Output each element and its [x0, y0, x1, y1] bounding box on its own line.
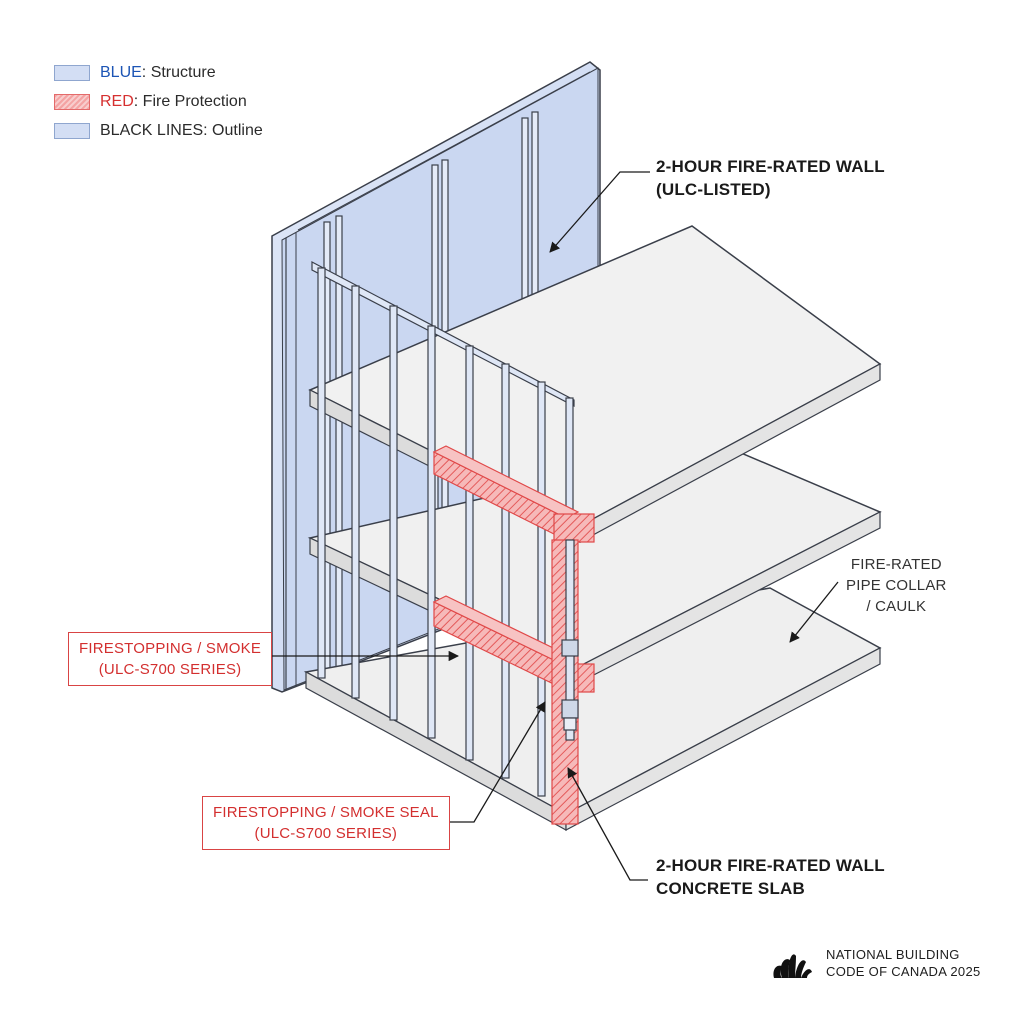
leader-slab — [567, 767, 648, 881]
callout-pipe-collar: FIRE-RATED PIPE COLLAR / CAULK — [846, 554, 947, 617]
legend-text: : Structure — [141, 63, 216, 81]
footer-line: CODE OF CANADA 2025 — [826, 964, 981, 979]
legend-text: : Fire Protection — [133, 92, 247, 110]
legend-key: BLACK LINES — [100, 121, 204, 139]
legend-key: BLUE — [100, 63, 142, 81]
callout-line: (ULC-S700 SERIES) — [254, 825, 398, 842]
legend-text: : Outline — [203, 121, 263, 139]
legend-key: RED — [100, 92, 134, 110]
pipe — [561, 539, 579, 741]
callout-line: (ULC-LISTED) — [656, 180, 771, 199]
callout-line: PIPE COLLAR — [846, 577, 947, 594]
bottom-slab — [303, 587, 882, 832]
callout-line: CONCRETE SLAB — [656, 879, 805, 898]
callout-line: FIRE-RATED — [850, 556, 942, 573]
pipe-collar-upper — [561, 639, 579, 657]
callout-slab: 2-HOUR FIRE-RATED WALL CONCRETE SLAB — [656, 854, 885, 900]
footer: NATIONAL BUILDING CODE OF CANADA 2025 — [770, 946, 981, 980]
legend-item-fire-protection: RED : Fire Protection — [54, 87, 263, 116]
blue-swatch-icon — [54, 122, 90, 139]
callout-line: FIRESTOPPING / SMOKE — [79, 640, 262, 657]
blue-swatch-icon — [54, 64, 90, 81]
callout-firestop-lower: FIRESTOPPING / SMOKE SEAL (ULC-S700 SERI… — [202, 796, 450, 850]
footer-text: NATIONAL BUILDING CODE OF CANADA 2025 — [826, 946, 981, 980]
callout-firestop-upper: FIRESTOPPING / SMOKE (ULC-S700 SERIES) — [68, 632, 273, 686]
fan-logo-icon — [773, 954, 812, 978]
callout-line: FIRESTOPPING / SMOKE SEAL — [213, 804, 439, 821]
legend: BLUE : Structure RED : Fire Protection B… — [54, 58, 263, 145]
callout-line: 2-HOUR FIRE-RATED WALL — [656, 157, 885, 176]
red-swatch-icon — [54, 93, 90, 110]
leader-firestop-lower — [450, 701, 546, 823]
legend-item-outline: BLACK LINES : Outline — [54, 116, 263, 145]
leader-lines — [272, 171, 839, 881]
pipe-collar-lower — [561, 699, 579, 719]
callout-line: / CAULK — [866, 598, 927, 615]
leader-wall-top — [549, 171, 650, 253]
legend-item-structure: BLUE : Structure — [54, 58, 263, 87]
footer-line: NATIONAL BUILDING — [826, 947, 960, 962]
callout-wall-top: 2-HOUR FIRE-RATED WALL (ULC-LISTED) — [656, 155, 885, 201]
leader-pipe-collar — [789, 581, 839, 643]
callout-line: (ULC-S700 SERIES) — [98, 661, 242, 678]
callout-line: 2-HOUR FIRE-RATED WALL — [656, 856, 885, 875]
